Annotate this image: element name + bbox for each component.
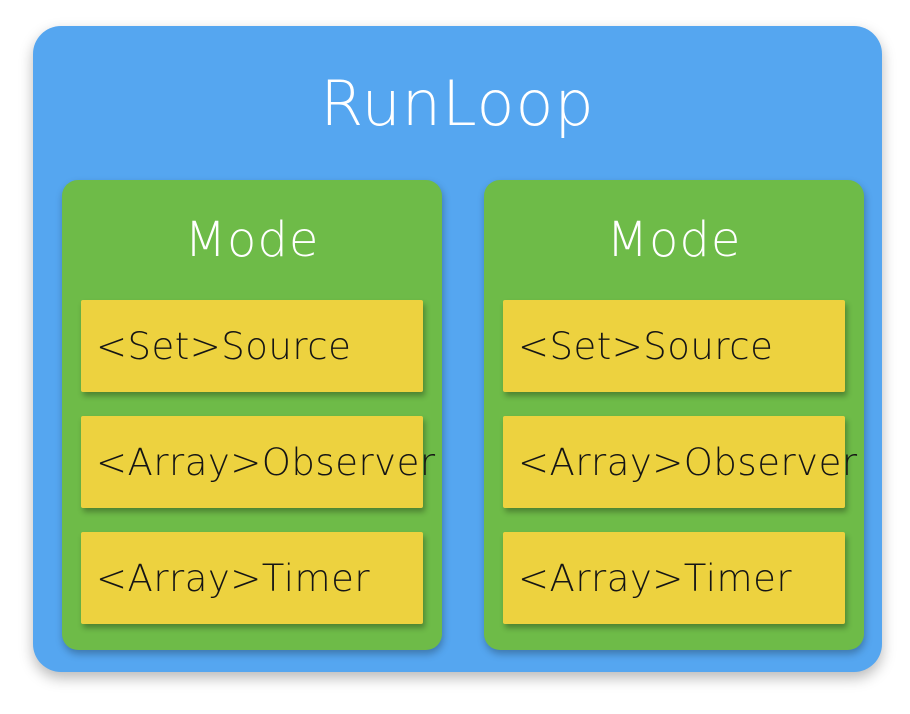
runloop-title: RunLoop bbox=[320, 66, 595, 140]
mode-title: Mode bbox=[606, 212, 742, 268]
mode-item-timer: <Array>Timer bbox=[503, 532, 845, 624]
mode-item-source: <Set>Source bbox=[503, 300, 845, 392]
modes-row: Mode <Set>Source <Array>Observer <Array>… bbox=[33, 180, 882, 650]
mode-item-observer: <Array>Observer bbox=[503, 416, 857, 508]
mode-box-left: Mode <Set>Source <Array>Observer <Array>… bbox=[62, 180, 442, 650]
mode-item-timer: <Array>Timer bbox=[81, 532, 423, 624]
mode-title: Mode bbox=[184, 212, 320, 268]
runloop-box: RunLoop Mode <Set>Source <Array>Observer… bbox=[33, 26, 882, 672]
mode-item-observer: <Array>Observer bbox=[81, 416, 435, 508]
mode-item-source: <Set>Source bbox=[81, 300, 423, 392]
mode-box-right: Mode <Set>Source <Array>Observer <Array>… bbox=[484, 180, 864, 650]
